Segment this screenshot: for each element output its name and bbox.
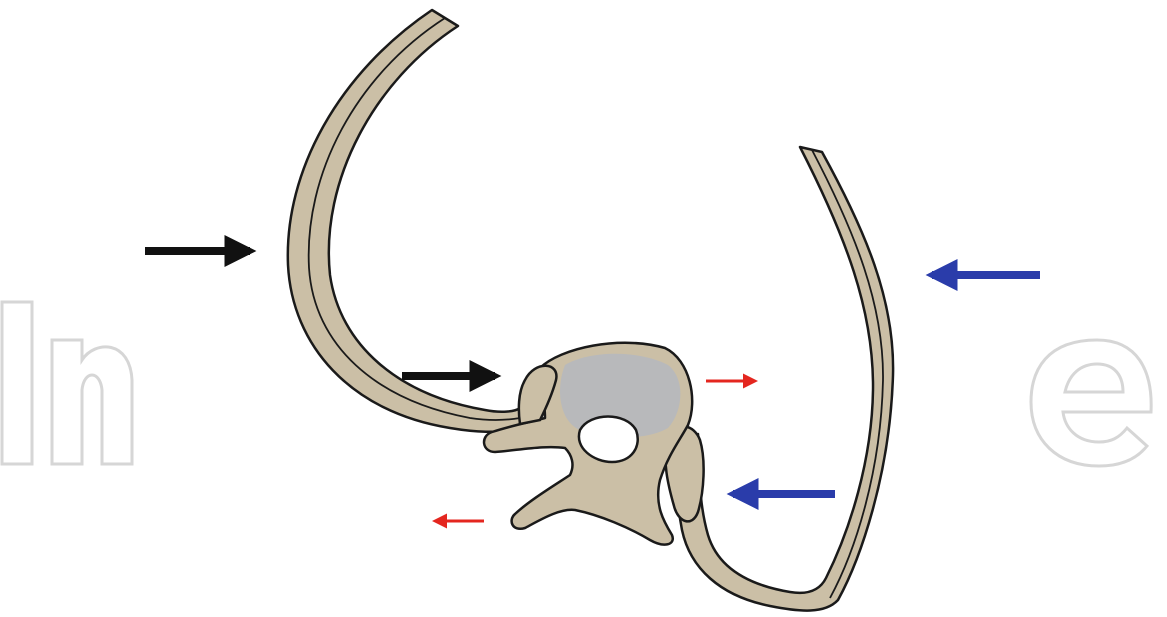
vertebra xyxy=(484,343,692,545)
left-rib xyxy=(288,10,520,432)
right-rib-shape xyxy=(677,147,893,611)
right-rib xyxy=(666,147,894,611)
left-rib-shape xyxy=(288,10,520,432)
